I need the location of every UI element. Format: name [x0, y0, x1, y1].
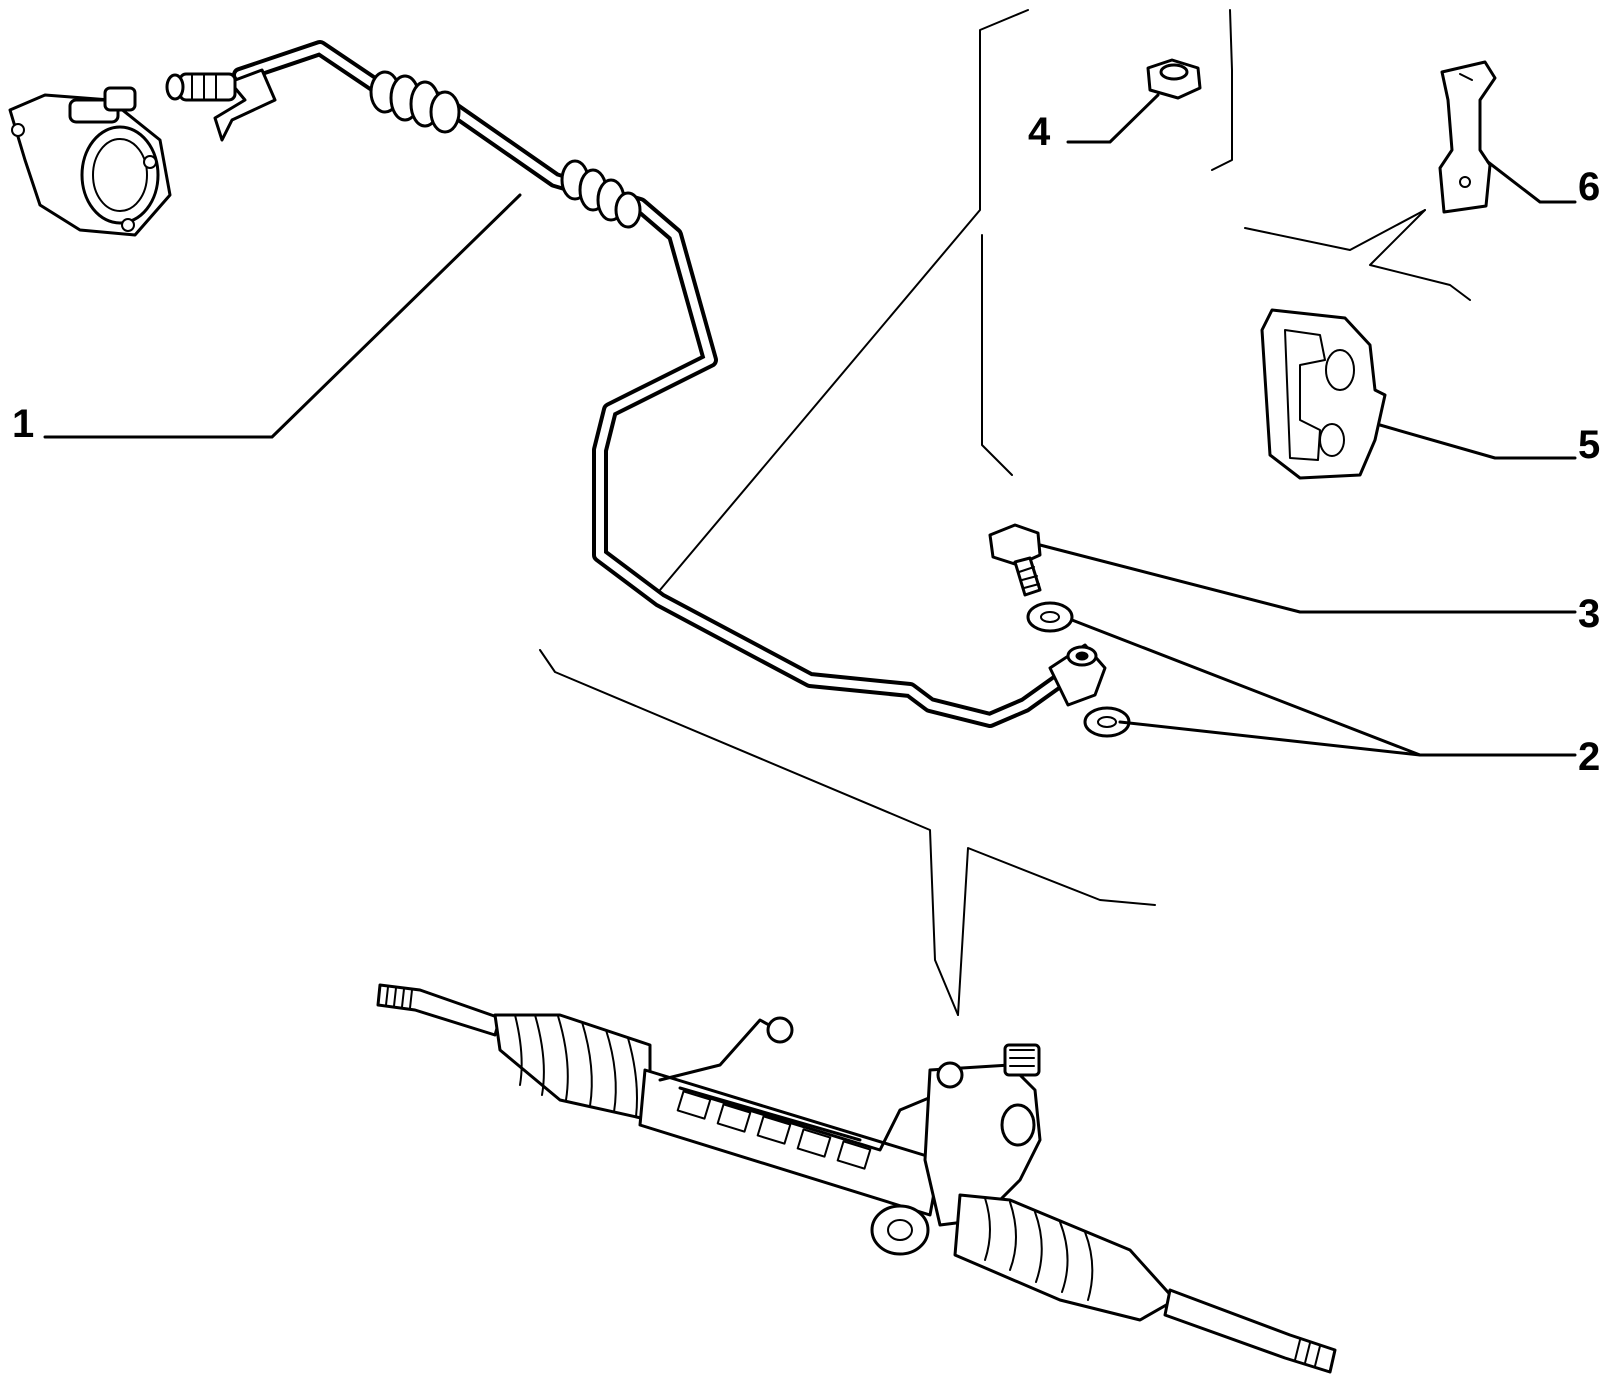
pressure-pipe	[165, 40, 1107, 728]
callout-6: 6	[1578, 165, 1600, 209]
mount-bracket-5	[1260, 308, 1387, 480]
group-bracket-lower	[539, 649, 1156, 1016]
callout-5: 5	[1578, 423, 1600, 467]
bolt-3	[988, 523, 1042, 597]
callout-1: 1	[12, 402, 34, 446]
leader-4	[1066, 93, 1160, 144]
washer-2-upper	[1026, 601, 1074, 633]
leader-1	[43, 193, 522, 439]
leader-lines	[43, 93, 1577, 757]
nut-4	[1146, 58, 1202, 100]
group-bracket-upper	[659, 9, 1233, 591]
leader-6	[1486, 160, 1577, 204]
hose-ferrule-lower	[560, 159, 642, 229]
leader-3	[1038, 543, 1577, 614]
leader-5	[1378, 423, 1577, 460]
pipe-banjo-fitting	[1048, 643, 1107, 707]
hose-ferrule-upper	[369, 70, 461, 134]
bracket-6	[1438, 60, 1497, 214]
callout-labels: 1 2 3 4 5 6	[12, 110, 1600, 779]
callout-3: 3	[1578, 592, 1600, 636]
steering-rack-assembly	[376, 983, 1337, 1374]
leader-2b	[1070, 618, 1422, 757]
pump-flange	[8, 86, 172, 237]
pipe-end-fitting-left	[165, 72, 237, 102]
group-bracket-middle	[981, 234, 1013, 476]
callout-4: 4	[1028, 110, 1051, 154]
callout-2: 2	[1578, 735, 1600, 779]
group-bracket-right	[1244, 209, 1471, 301]
